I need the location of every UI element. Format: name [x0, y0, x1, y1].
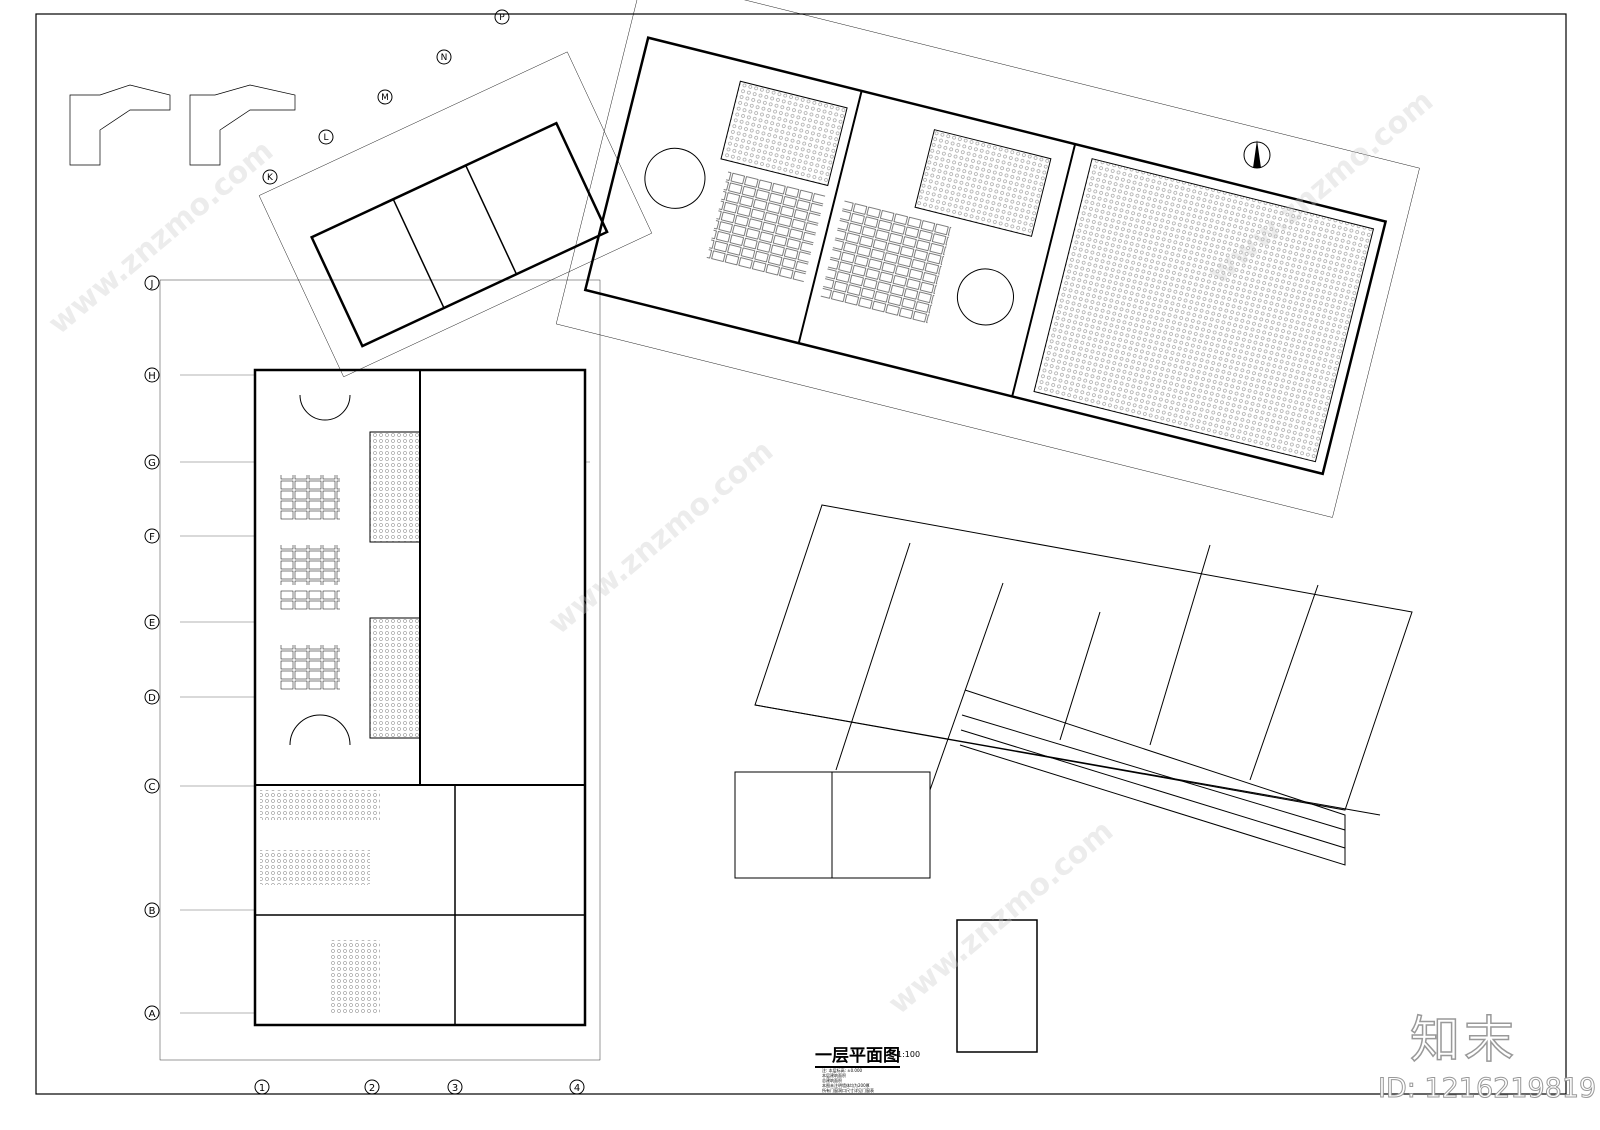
svg-text:N: N [441, 53, 448, 63]
parking-area [734, 504, 1413, 879]
grid-label: H [148, 371, 156, 382]
right-wing [555, 0, 1420, 518]
svg-text:K: K [267, 173, 274, 183]
grid-label: 2 [369, 1083, 375, 1094]
grid-label: F [149, 532, 155, 543]
grid-label: J [150, 279, 154, 290]
svg-text:L: L [323, 133, 328, 143]
grid-label: E [149, 618, 155, 629]
grid-label: D [148, 693, 156, 704]
grid-axis-bottom: 1 2 3 4 [254, 1079, 585, 1095]
watermark-logo: 知末 [1409, 1010, 1518, 1070]
grid-axis-left: J H G F E D C B A [144, 275, 160, 1021]
grid-label: G [148, 458, 156, 469]
grid-label: C [149, 782, 156, 793]
drawing-title: 一层平面图 [815, 1046, 900, 1068]
connector-wing [258, 51, 653, 378]
grid-axis-angled: K L M N P [262, 9, 510, 185]
svg-text:M: M [381, 93, 389, 103]
grid-label: 3 [452, 1083, 458, 1094]
grid-label: 1 [259, 1083, 265, 1094]
grid-label: 4 [574, 1083, 580, 1094]
north-arrow-icon [1243, 140, 1271, 169]
watermark-id: ID: 1216219819 [1377, 1073, 1597, 1105]
grid-label: A [149, 1009, 156, 1020]
left-wing [159, 279, 601, 1061]
site-block [956, 919, 1038, 1053]
grid-label: B [149, 906, 156, 917]
svg-text:P: P [499, 13, 505, 23]
drawing-scale: 1:100 [897, 1050, 921, 1059]
key-plan [69, 84, 296, 166]
